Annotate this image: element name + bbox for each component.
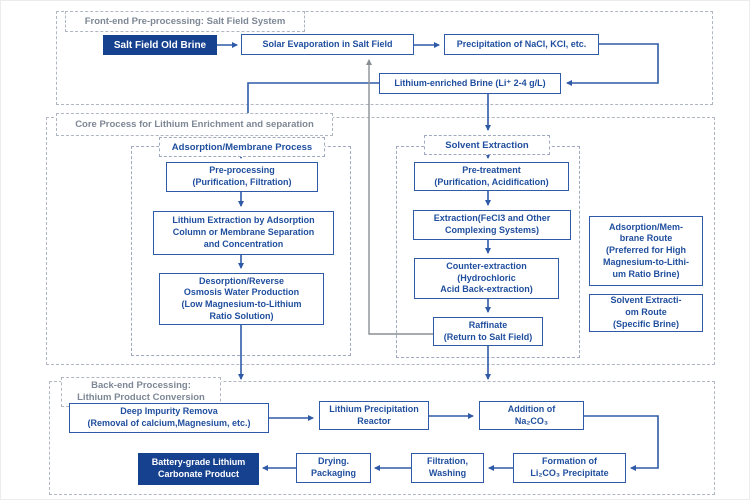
solvent-column-title: Solvent Extraction	[424, 135, 550, 155]
node-deep-impurity-removal: Deep Impurity Remova (Removal of calcium…	[69, 403, 269, 433]
node-solar-evaporation: Solar Evaporation in Salt Field	[241, 34, 414, 55]
node-filtration-washing: Filtration, Washing	[411, 453, 484, 483]
back-end-section-title: Back-end Processing: Lithium Product Con…	[61, 377, 221, 407]
note-adsorption-route: Adsorption/Mem- brane Route (Preferred f…	[589, 216, 703, 286]
node-battery-grade-product: Battery-grade Lithium Carbonate Product	[138, 453, 259, 485]
node-extraction-fecl3: Extraction(FeCl3 and Other Complexing Sy…	[413, 210, 571, 240]
node-drying-packaging: Drying. Packaging	[296, 453, 371, 483]
node-pre-processing: Pre-processing (Purification, Filtration…	[166, 162, 318, 192]
note-solvent-route: Solvent Extracti- om Route (Specific Bri…	[589, 294, 703, 332]
node-salt-field-old-brine: Salt Field Old Brine	[103, 35, 217, 55]
adsorption-column-title: Adsorption/Membrane Process	[159, 137, 325, 157]
core-section-title: Core Process for Lithium Enrichment and …	[56, 113, 333, 136]
node-lithium-extraction: Lithium Extraction by Adsorption Column …	[153, 211, 334, 255]
front-end-section-title: Front-end Pre-processing: Salt Field Sys…	[65, 11, 305, 32]
node-formation-li2co3: Formation of Li₂CO₃ Precipitate	[513, 453, 626, 483]
node-pre-treatment: Pre-treatment (Purification, Acidificati…	[414, 162, 569, 191]
node-lithium-enriched-brine: Lithium-enriched Brine (Li⁺ 2-4 g/L)	[379, 73, 561, 94]
node-raffinate: Raffinate (Return to Salt Field)	[433, 317, 543, 346]
node-precipitation-nacl: Precipitation of NaCl, KCl, etc.	[444, 34, 599, 55]
node-lithium-precipitation-reactor: Lithium Precipitation Reactor	[319, 401, 429, 430]
back-end-section-frame	[49, 381, 715, 495]
node-addition-na2co3: Addition of Na₂CO₃	[479, 401, 584, 430]
node-desorption: Desorption/Reverse Osmosis Water Product…	[159, 273, 324, 325]
node-counter-extraction: Counter-extraction (Hydrochloric Acid Ba…	[414, 258, 559, 299]
